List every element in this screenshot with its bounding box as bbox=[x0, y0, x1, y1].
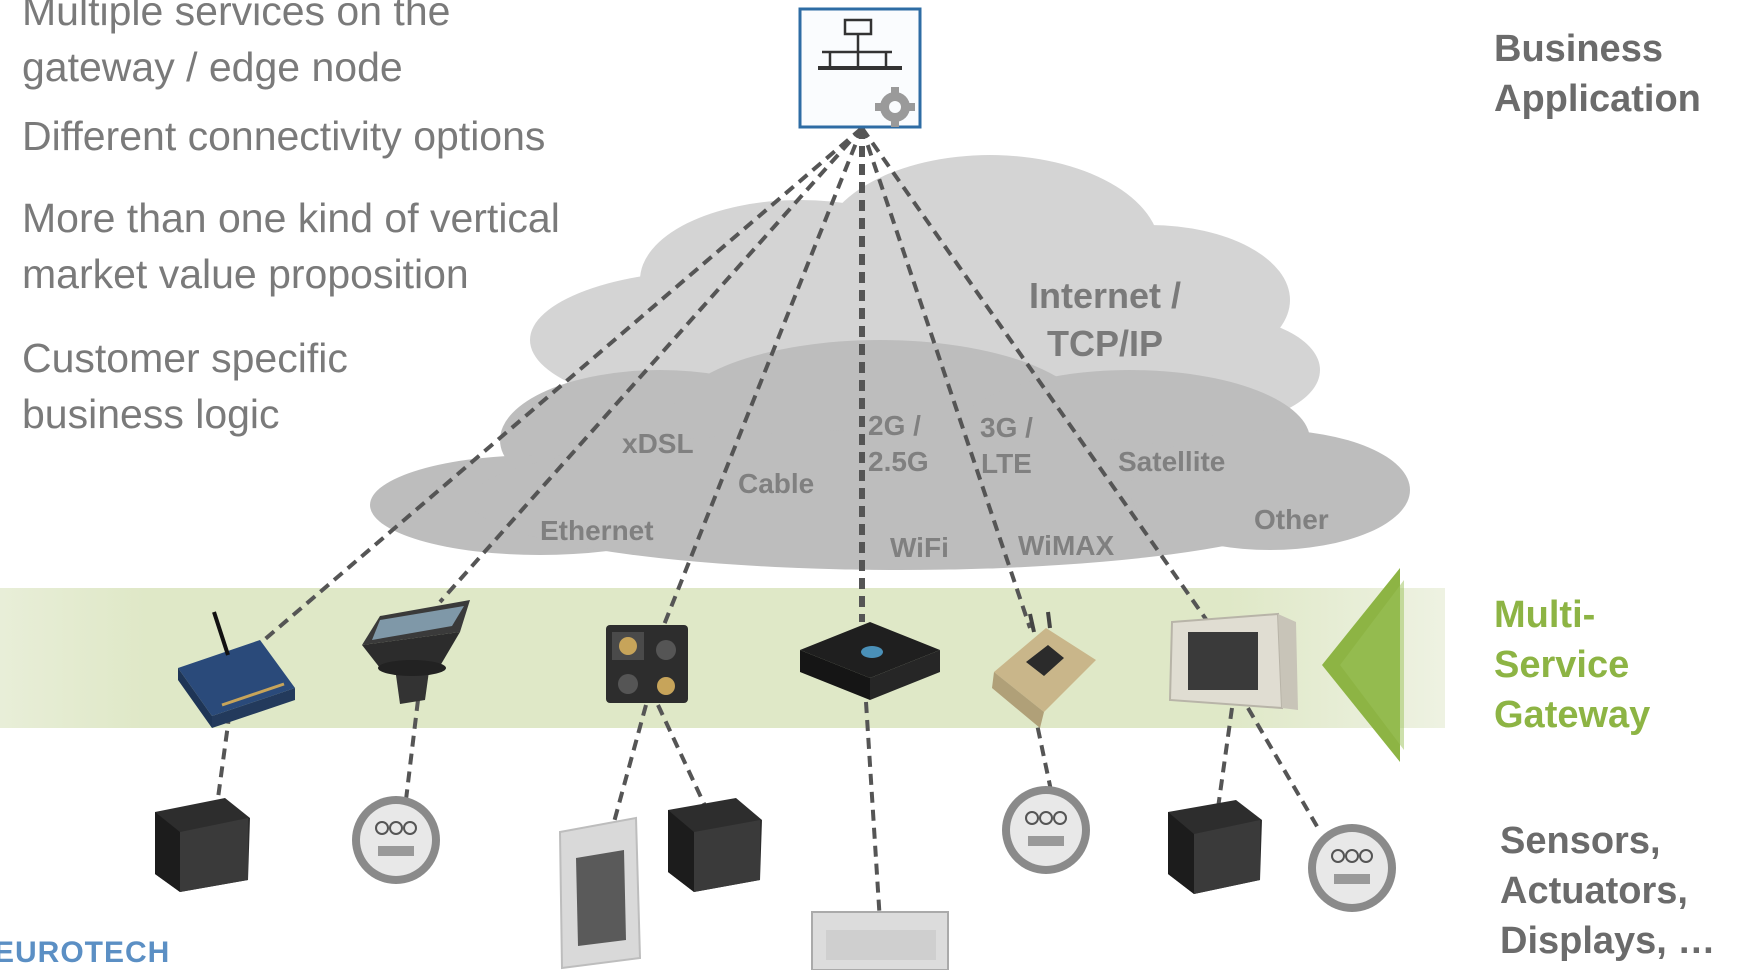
gateway-device-panel-pc bbox=[1168, 612, 1298, 710]
gateway-device-embedded-box bbox=[800, 622, 940, 700]
gateway-device-radio bbox=[992, 611, 1096, 728]
access-cloud bbox=[370, 340, 1410, 570]
gateway-device-rugged-box bbox=[606, 625, 688, 703]
gateway-device-router bbox=[178, 611, 295, 728]
business-application-icon bbox=[798, 7, 922, 129]
conn-xdsl: xDSL bbox=[622, 428, 694, 459]
sensors-actuators-label: Sensors, Actuators, Displays, … bbox=[1500, 820, 1716, 962]
conn-satellite: Satellite bbox=[1118, 446, 1226, 477]
field-device-controller-2 bbox=[668, 798, 762, 892]
field-device-meter-2 bbox=[1002, 786, 1090, 874]
business-application-label: Business Application bbox=[1494, 28, 1701, 120]
internet-tcpip-label: Internet / TCP/IP bbox=[1028, 275, 1181, 364]
conn-other: Other bbox=[1254, 504, 1329, 535]
gateway-device-handheld bbox=[362, 600, 470, 704]
conn-wimax: WiMAX bbox=[1018, 530, 1115, 561]
field-device-controller-1 bbox=[155, 798, 250, 892]
bullet-business-logic: Customer specific business logic bbox=[22, 335, 348, 437]
eurotech-logo: EUROTECH bbox=[0, 934, 250, 970]
logo-text: EUROTECH bbox=[0, 936, 171, 969]
field-device-controller-3 bbox=[1168, 800, 1262, 894]
bullet-vertical-market: More than one kind of vertical market va… bbox=[22, 195, 560, 297]
field-device-meter-1 bbox=[352, 796, 440, 884]
conn-cable: Cable bbox=[738, 468, 815, 499]
field-device-keypad bbox=[811, 911, 949, 970]
conn-2g: 2G / 2.5G bbox=[868, 410, 929, 477]
multi-service-gateway-label: Multi- Service Gateway bbox=[1494, 594, 1651, 736]
field-device-display bbox=[558, 816, 642, 970]
conn-wifi: WiFi bbox=[890, 532, 949, 563]
conn-3g: 3G / LTE bbox=[980, 412, 1033, 479]
bullet-connectivity-options: Different connectivity options bbox=[22, 113, 546, 159]
field-device-meter-3 bbox=[1308, 824, 1396, 912]
bullet-multiple-services: Multiple services on the gateway / edge … bbox=[22, 0, 451, 90]
conn-ethernet: Ethernet bbox=[540, 515, 654, 546]
